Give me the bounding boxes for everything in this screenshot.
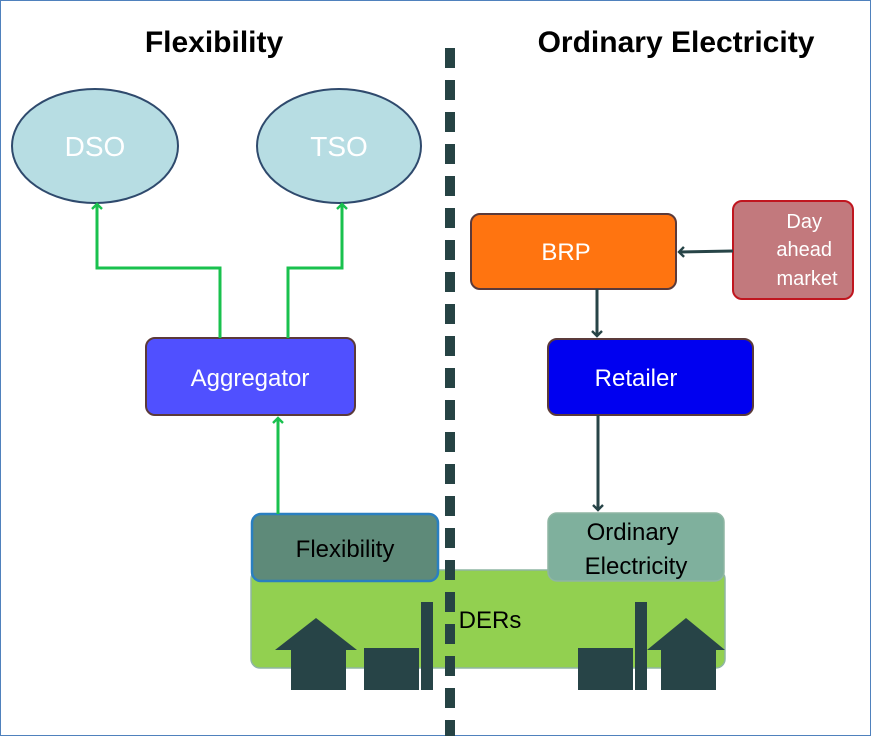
flexibility-node (250, 512, 440, 583)
arrow-day-ahead-to-brp (677, 246, 734, 258)
tso-label: TSO (310, 131, 368, 162)
factory-icon-left (364, 602, 433, 690)
ders-box (250, 569, 726, 669)
day-ahead-line-1: Day (786, 211, 822, 233)
heading-flexibility: Flexibility (145, 26, 284, 59)
ordinary-line-2: Electricity (585, 553, 688, 580)
retailer-label: Retailer (595, 365, 678, 392)
ordinary-line-1: Ordinary (587, 519, 679, 546)
dso-label: DSO (65, 131, 126, 162)
ordinary-electricity-label: Ordinary Electricity (585, 519, 688, 580)
flexibility-label: Flexibility (296, 536, 395, 563)
arrow-aggregator-to-tso (286, 202, 348, 338)
house-icon-left (275, 618, 357, 690)
day-ahead-line-2: ahead (776, 239, 832, 261)
aggregator-node (145, 337, 356, 416)
ordinary-electricity-node (547, 512, 725, 582)
brp-node (470, 213, 677, 290)
arrow-aggregator-to-dso (91, 202, 222, 338)
flexibility-arrows (91, 202, 348, 514)
ders-label: DERs (459, 607, 522, 634)
heading-ordinary-electricity: Ordinary Electricity (538, 26, 815, 59)
factory-icon-right (578, 602, 647, 690)
day-ahead-market-node (732, 200, 854, 300)
house-icon-right (647, 618, 725, 690)
retailer-node (547, 338, 754, 416)
electricity-arrows (591, 246, 734, 512)
brp-label: BRP (541, 239, 590, 266)
aggregator-label: Aggregator (191, 365, 310, 392)
day-ahead-line-3: market (776, 268, 838, 290)
day-ahead-market-label: Day ahead market (776, 211, 838, 290)
